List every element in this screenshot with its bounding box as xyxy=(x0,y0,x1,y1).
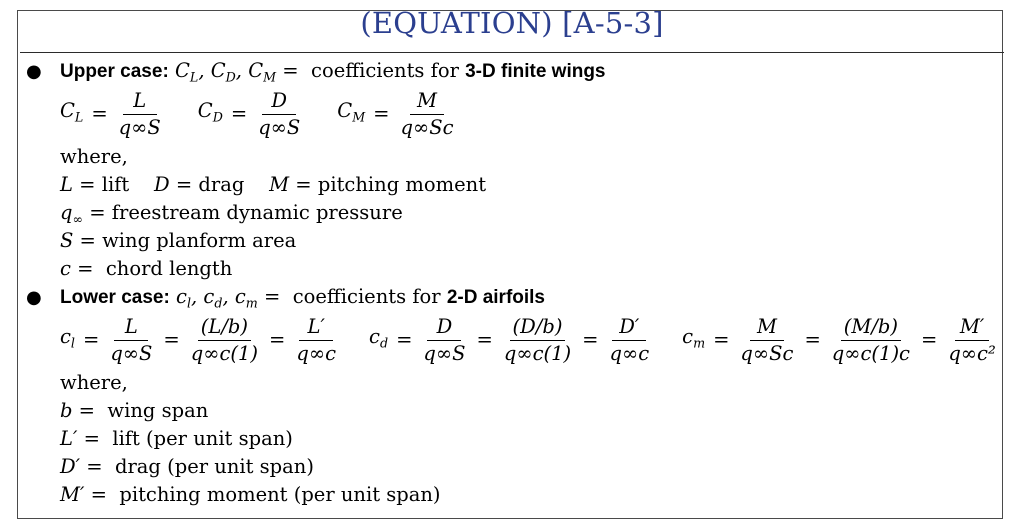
equation-cm: cm = M q∞Sc = (M/b) q∞c(1)c = M′ q∞c² xyxy=(682,314,999,367)
fraction: L q∞S xyxy=(107,314,155,367)
denominator: q∞c(1)c xyxy=(831,341,910,365)
denominator: q∞S xyxy=(118,115,161,139)
denominator: q∞c(1) xyxy=(503,341,572,365)
upper-def-lift-drag-moment: L = lift D = drag M = pitching moment xyxy=(60,173,487,196)
upper-equations: CL = L q∞S CD = D q∞S CM = M q∞Sc xyxy=(60,85,996,143)
denominator: q∞c² xyxy=(948,341,996,365)
equation-box xyxy=(17,10,1003,519)
fraction: M′ q∞c² xyxy=(945,314,998,367)
lower-case-bullet: ● Lower case: cl, cd, cm = coefficients … xyxy=(26,283,996,311)
numerator: L xyxy=(122,88,157,115)
equation-CL: CL = L q∞S xyxy=(60,88,164,141)
upper-case-bullet: ● Upper case: CL, CD, CM = coefficients … xyxy=(26,57,996,85)
lower-def-Mprime: M′ = pitching moment (per unit span) xyxy=(60,483,441,506)
fraction: M q∞Sc xyxy=(737,314,796,367)
fraction: (L/b) q∞c(1) xyxy=(188,314,261,367)
denominator: q∞c xyxy=(296,341,337,365)
equation-lhs: cm xyxy=(682,325,706,351)
lower-case-label: Lower case: xyxy=(60,287,170,308)
numerator: (D/b) xyxy=(509,314,566,341)
upper-def-c: c = chord length xyxy=(60,257,233,280)
upper-case-desc: = coefficients for xyxy=(282,59,466,82)
numerator: M′ xyxy=(955,314,990,341)
fraction: D q∞S xyxy=(420,314,468,367)
equation-content: ● Upper case: CL, CD, CM = coefficients … xyxy=(26,57,996,509)
equation-lhs: cd xyxy=(369,325,389,351)
lower-def-Dprime: D′ = drag (per unit span) xyxy=(60,455,314,478)
upper-case-desc-bold: 3-D finite wings xyxy=(465,61,606,82)
fraction: D q∞S xyxy=(255,88,303,141)
lower-equations: cl = L q∞S = (L/b) q∞c(1) = L′ q∞c cd = … xyxy=(60,311,996,369)
denominator: q∞S xyxy=(110,341,153,365)
equation-lhs: CM xyxy=(337,99,366,125)
lower-where: where, xyxy=(60,371,128,394)
bullet-icon: ● xyxy=(26,61,42,82)
def-Mprime: pitching moment (per unit span) xyxy=(119,483,441,506)
def-Dprime: drag (per unit span) xyxy=(115,455,314,478)
equation-lhs: CD xyxy=(197,99,223,125)
upper-def-q: q∞ = freestream dynamic pressure xyxy=(60,201,403,227)
def-b: wing span xyxy=(107,399,209,422)
fraction: (D/b) q∞c(1) xyxy=(501,314,574,367)
equation-CD: CD = D q∞S xyxy=(198,88,304,141)
denominator: q∞Sc xyxy=(740,341,794,365)
denominator: q∞c xyxy=(609,341,650,365)
denominator: q∞S xyxy=(423,341,466,365)
def-Lprime: lift (per unit span) xyxy=(112,427,293,450)
equation-CM: CM = M q∞Sc xyxy=(337,88,456,141)
fraction: (M/b) q∞c(1)c xyxy=(829,314,913,367)
bullet-icon: ● xyxy=(26,287,42,308)
numerator: D xyxy=(427,314,462,341)
numerator: (M/b) xyxy=(840,314,901,341)
lower-def-b: b = wing span xyxy=(60,399,209,422)
def-pitching-moment: pitching moment xyxy=(317,173,487,196)
numerator: M xyxy=(410,88,445,115)
def-lift: lift xyxy=(101,173,130,196)
equation-lhs: cl xyxy=(60,325,75,351)
upper-where: where, xyxy=(60,145,128,168)
numerator: L xyxy=(114,314,149,341)
equation-cl: cl = L q∞S = (L/b) q∞c(1) = L′ q∞c xyxy=(60,314,339,367)
denominator: q∞Sc xyxy=(400,115,454,139)
def-c: chord length xyxy=(105,257,233,280)
numerator: D xyxy=(262,88,297,115)
numerator: D′ xyxy=(612,314,647,341)
lower-def-Lprime: L′ = lift (per unit span) xyxy=(60,427,293,450)
fraction: L′ q∞c xyxy=(293,314,339,367)
lower-case-desc-bold: 2-D airfoils xyxy=(446,287,546,308)
fraction: D′ q∞c xyxy=(606,314,652,367)
upper-case-label: Upper case: xyxy=(60,61,169,82)
def-S: wing planform area xyxy=(102,229,297,252)
lower-case-desc: = coefficients for xyxy=(264,285,447,308)
equation-cd: cd = D q∞S = (D/b) q∞c(1) = D′ q∞c xyxy=(369,314,652,367)
numerator: L′ xyxy=(299,314,334,341)
fraction: L q∞S xyxy=(116,88,164,141)
def-q: freestream dynamic pressure xyxy=(111,201,403,224)
lower-case-symbols: cl, cd, cm xyxy=(169,285,258,311)
denominator: q∞c(1) xyxy=(190,341,259,365)
upper-def-S: S = wing planform area xyxy=(60,229,297,252)
numerator: M xyxy=(749,314,784,341)
title-divider xyxy=(20,52,1004,53)
upper-case-symbols: CL, CD, CM xyxy=(168,59,277,85)
equation-lhs: CL xyxy=(60,99,84,125)
numerator: (L/b) xyxy=(197,314,252,341)
fraction: M q∞Sc xyxy=(398,88,457,141)
def-drag: drag xyxy=(198,173,245,196)
denominator: q∞S xyxy=(258,115,301,139)
page-title: (EQUATION) [A-5-3] xyxy=(360,6,664,40)
